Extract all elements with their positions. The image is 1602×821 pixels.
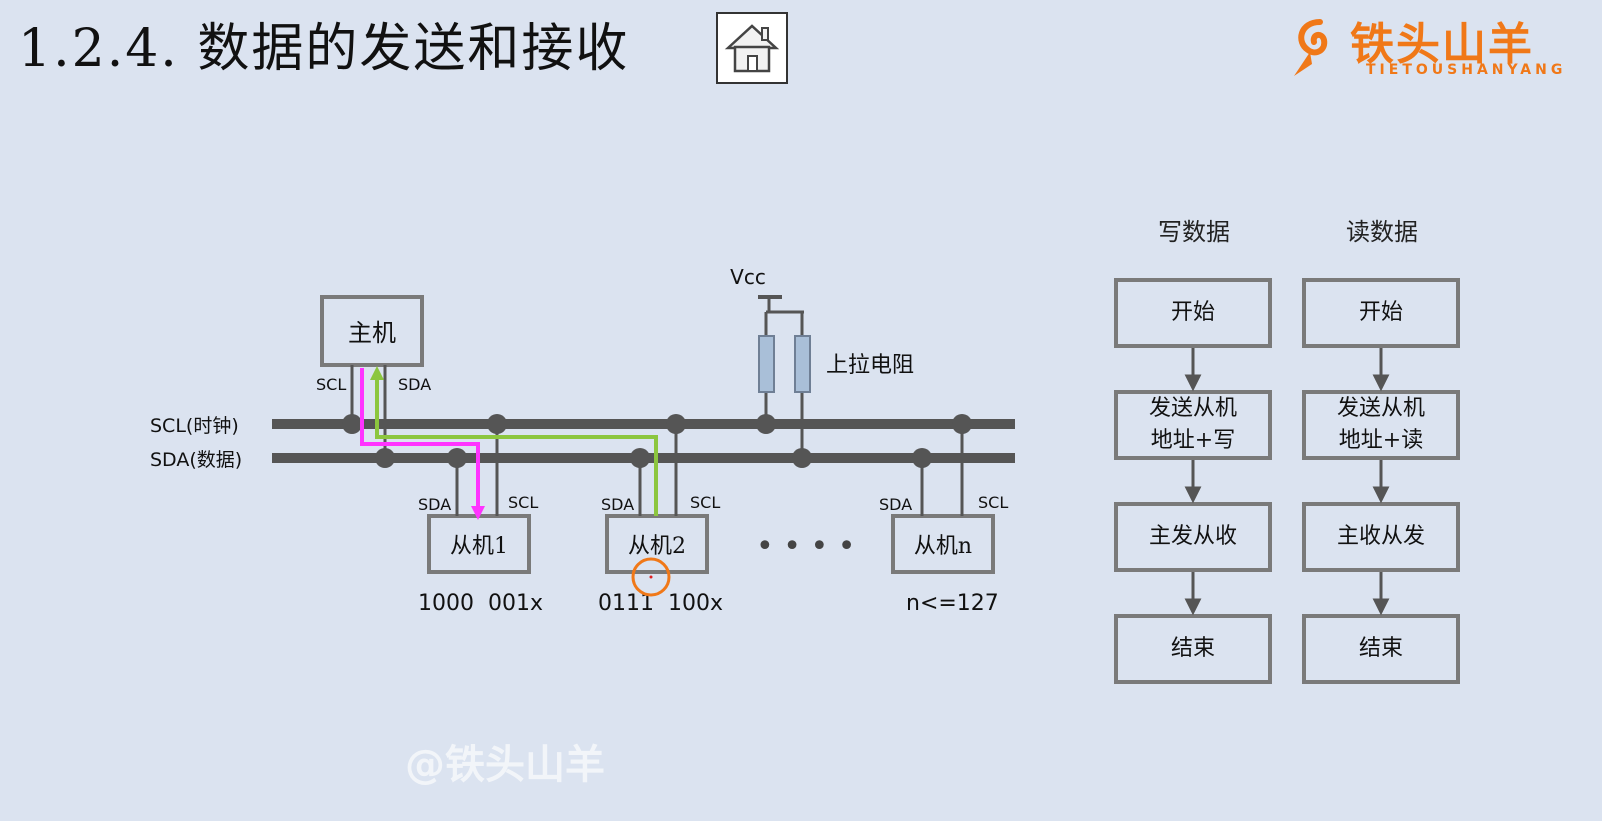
write-step-end: 结束 bbox=[1114, 614, 1272, 684]
home-button[interactable] bbox=[716, 12, 788, 84]
ram-head-logo-icon bbox=[1294, 19, 1328, 76]
slave-1-scl-pin: SCL bbox=[508, 493, 538, 512]
slave-n-box bbox=[891, 514, 995, 574]
master-scl-pin: SCL bbox=[316, 375, 346, 394]
slave-n-label: 从机n bbox=[914, 534, 972, 559]
write-step-start: 开始 bbox=[1114, 278, 1272, 348]
sda-bus-label: SDA(数据) bbox=[150, 449, 242, 471]
slave-1-sda-pin: SDA bbox=[418, 495, 451, 514]
read-flow-heading: 读数据 bbox=[1346, 218, 1418, 246]
master-sda-pin: SDA bbox=[398, 375, 431, 394]
read-step-address: 发送从机 地址+读 bbox=[1302, 390, 1460, 460]
logo-brand-text: 铁头山羊 bbox=[1350, 19, 1534, 70]
cursor-highlight bbox=[631, 557, 671, 597]
slave-2-sda-pin: SDA bbox=[601, 495, 634, 514]
watermark: @铁头山羊 bbox=[405, 742, 605, 788]
slave-2-address: 0111 100x bbox=[598, 591, 723, 616]
slave-n-sda-pin: SDA bbox=[879, 495, 912, 514]
read-step-start: 开始 bbox=[1302, 278, 1460, 348]
write-step-transfer: 主发从收 bbox=[1114, 502, 1272, 572]
write-step-address: 发送从机 地址+写 bbox=[1114, 390, 1272, 460]
home-icon bbox=[724, 24, 780, 73]
i2c-bus-diagram: Vcc 上拉电阻 SCL(时钟) SDA(数据) 主机 SCL SDA 从机1 … bbox=[150, 265, 1015, 616]
slave-2-box bbox=[605, 514, 709, 574]
slave-1-address: 1000 001x bbox=[418, 591, 543, 616]
master-label: 主机 bbox=[348, 319, 396, 347]
slave-n-scl-pin: SCL bbox=[978, 493, 1008, 512]
more-slaves-ellipsis: • • • • bbox=[756, 529, 855, 564]
slave-2-label: 从机2 bbox=[628, 534, 686, 559]
vcc-label: Vcc bbox=[730, 265, 766, 289]
read-step-end: 结束 bbox=[1302, 614, 1460, 684]
scl-bus-label: SCL(时钟) bbox=[150, 415, 239, 437]
bus-junctions bbox=[342, 414, 972, 468]
write-path-arrow bbox=[360, 368, 480, 510]
flow-arrows bbox=[1184, 348, 1390, 616]
write-flow-heading: 写数据 bbox=[1158, 218, 1230, 246]
slave-2-scl-pin: SCL bbox=[690, 493, 720, 512]
pull-up-resistor-sda bbox=[794, 335, 811, 393]
pull-up-resistor-scl bbox=[758, 335, 775, 393]
resistor-label: 上拉电阻 bbox=[826, 353, 914, 378]
logo-subtitle: TIETOUSHANYANG bbox=[1366, 62, 1567, 78]
read-step-transfer: 主收从发 bbox=[1302, 502, 1460, 572]
brand-logo: 铁头山羊 TIETOUSHANYANG bbox=[1290, 8, 1590, 88]
page-title: 1.2.4. 数据的发送和接收 bbox=[18, 19, 630, 79]
master-box bbox=[320, 295, 424, 367]
slave-n-address: n<=127 bbox=[906, 591, 999, 616]
slave-1-label: 从机1 bbox=[450, 534, 508, 559]
read-path-arrow bbox=[375, 376, 658, 516]
